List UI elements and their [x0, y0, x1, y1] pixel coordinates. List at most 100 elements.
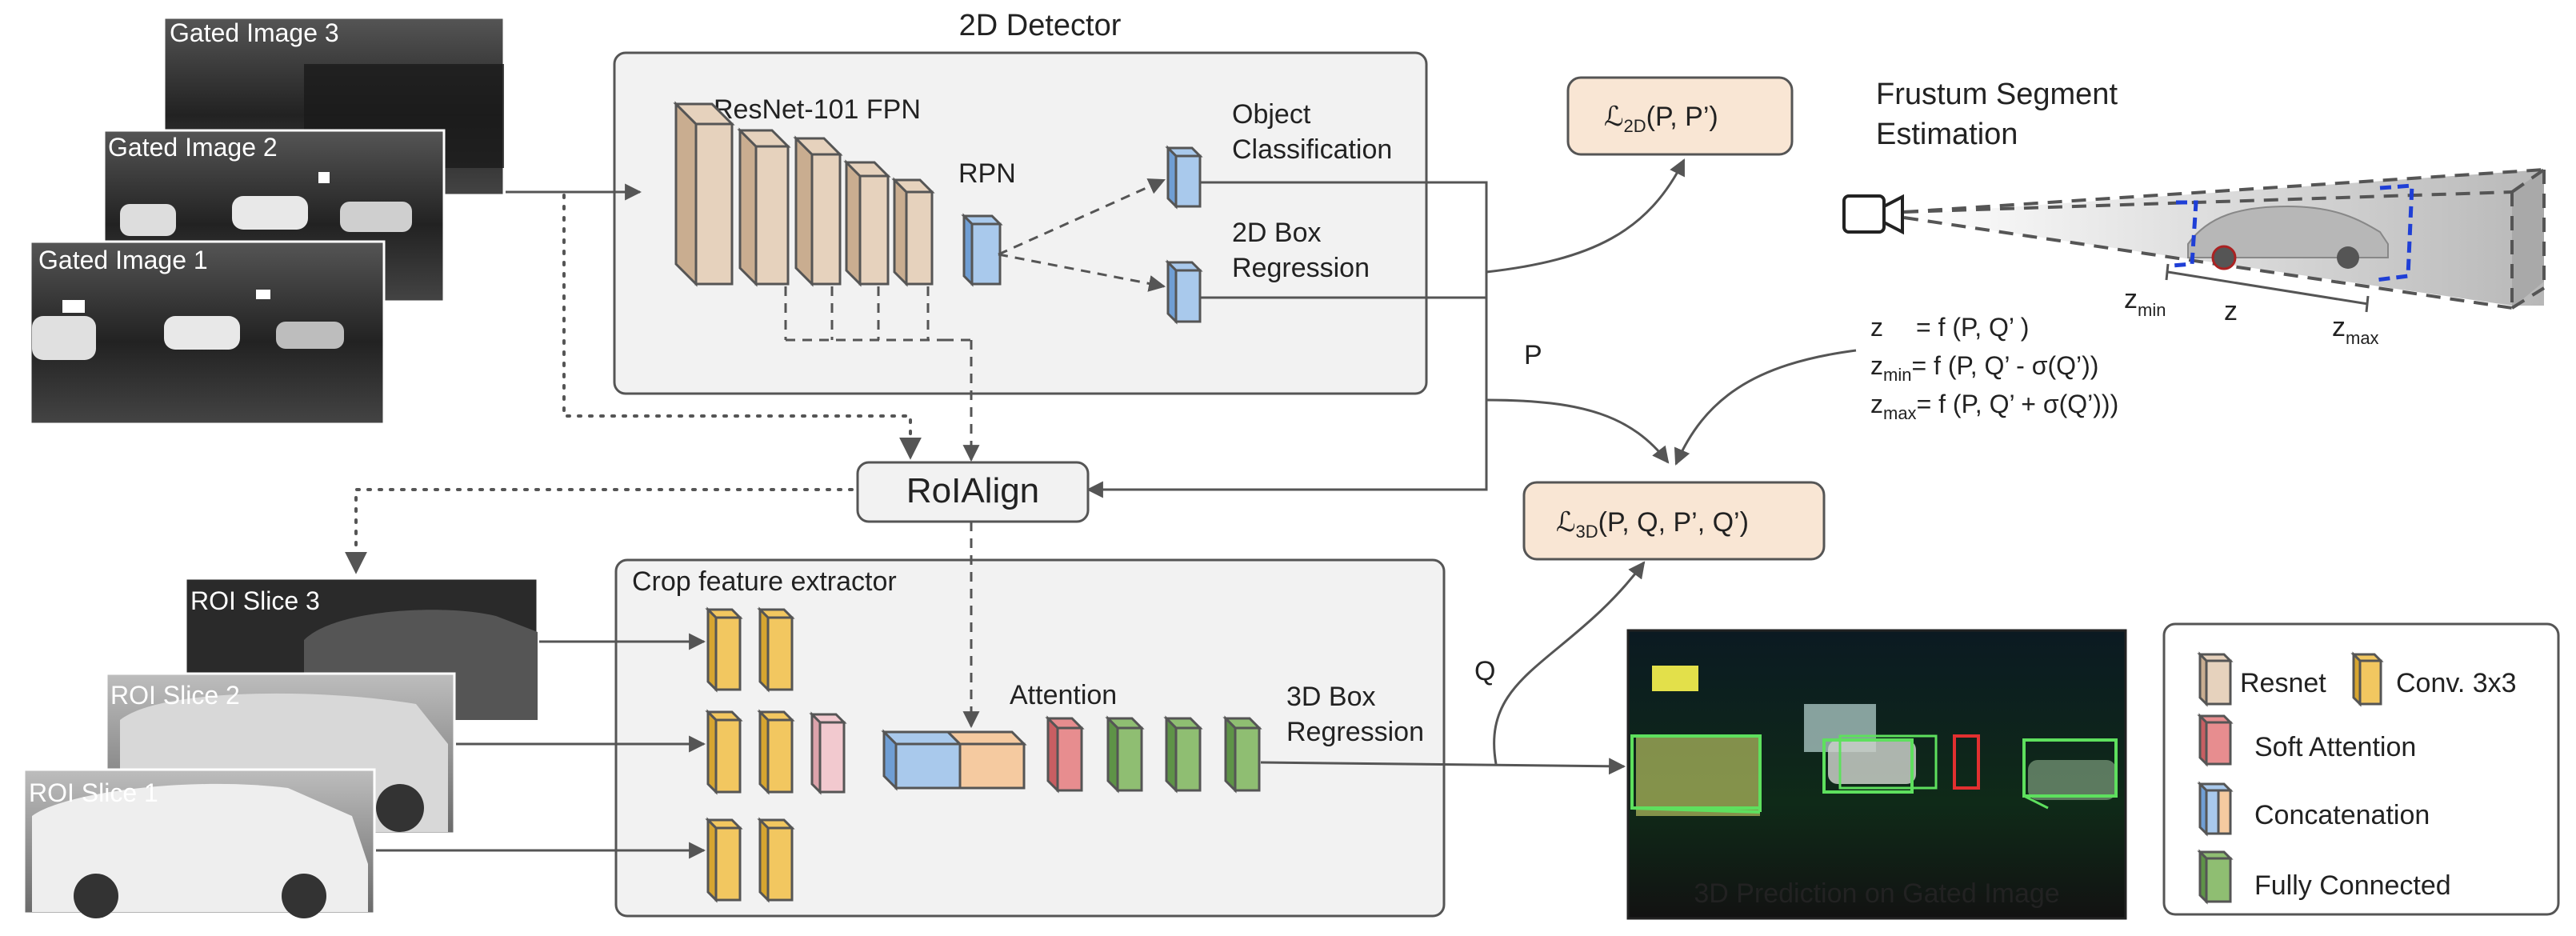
- eq-zmax: zmax= f (P, Q’ + σ(Q’))): [1870, 390, 2118, 423]
- z-min-label: zmin: [2124, 284, 2166, 320]
- gated-image-3-label: Gated Image 3: [170, 18, 339, 47]
- loss-3d-symbol: ℒ: [1556, 507, 1576, 538]
- roialign-box: [856, 461, 1090, 523]
- fpn-layer-1: [673, 101, 735, 287]
- detector-title: 2D Detector: [959, 9, 1122, 42]
- loss-3d-args: (P, Q, P’, Q’): [1598, 507, 1749, 538]
- roialign-label: RoIAlign: [906, 471, 1039, 510]
- conv-blocks: [705, 606, 847, 903]
- legend-box: [2162, 622, 2560, 916]
- conv-block-r2b: [757, 709, 795, 795]
- z-mid-label: z: [2224, 296, 2238, 326]
- gated-image-1-label: Gated Image 1: [38, 246, 208, 274]
- edge-label-p: P: [1524, 340, 1542, 370]
- prediction-caption: 3D Prediction on Gated Image: [1694, 878, 2059, 909]
- image-to-roialign-dotted: [562, 194, 922, 460]
- camera-icon: [1842, 194, 1904, 235]
- frustum-graphic: [1903, 168, 2546, 313]
- conv-block-r1a: [705, 606, 743, 693]
- p-to-l3d-arrow: [1486, 398, 1670, 464]
- box3d-label-line1: 3D Box: [1286, 682, 1376, 712]
- roialign-to-slices-dotted: [345, 488, 854, 574]
- legend-fully-connected-label: Fully Connected: [2254, 870, 2451, 901]
- eq-z: z= f (P, Q’ ): [1870, 313, 2029, 342]
- loss-3d-box: [1522, 481, 1826, 561]
- gated-image-2-label: Gated Image 2: [108, 133, 278, 162]
- p-to-l2d-arrow: [1486, 158, 1686, 274]
- fpn-layer-2: [737, 127, 791, 287]
- loss-2d-subscript: 2D: [1624, 116, 1646, 136]
- box3d-to-prediction-arrow: [1260, 758, 1626, 775]
- eq-to-l3d-arrow: [1674, 349, 1857, 466]
- legend-conv: [2350, 651, 2384, 707]
- fpn-layer-5: [891, 177, 935, 287]
- z-max-var: z: [2332, 312, 2346, 342]
- conv-block-r1b: [757, 606, 795, 693]
- soft-attention-block: [1045, 715, 1085, 794]
- edge-label-q: Q: [1474, 656, 1495, 686]
- loss-3d-subscript: 3D: [1576, 522, 1598, 542]
- q-to-l3d-arrow: [1493, 561, 1646, 765]
- backbone-label: ResNet-101 FPN: [714, 94, 921, 125]
- conv-block-r3a: [705, 817, 743, 903]
- eq-zmin: zmin= f (P, Q’ - σ(Q’)): [1870, 351, 2098, 385]
- eq-zmin-rhs: = f (P, Q’ - σ(Q’)): [1911, 351, 2098, 380]
- legend-fully-connected: [2197, 849, 2234, 905]
- eq-z-rhs: = f (P, Q’ ): [1916, 313, 2029, 342]
- rpn-label: RPN: [958, 158, 1016, 189]
- legend-concatenation: [2197, 781, 2234, 837]
- rpn-to-box-arrow: [998, 253, 1166, 292]
- attention-fc-blocks: [1045, 715, 1262, 794]
- z-max-sub: max: [2346, 328, 2379, 348]
- box-head-block: [1165, 259, 1203, 325]
- fc-block-3: [1222, 715, 1262, 794]
- legend-soft-attention: [2197, 713, 2234, 767]
- frustum-title-line1: Frustum Segment: [1876, 78, 2118, 111]
- box3d-label-line2: Regression: [1286, 717, 1424, 747]
- roi-slice-1: ROI Slice 1: [22, 768, 376, 918]
- z-min-sub: min: [2138, 300, 2166, 320]
- crop-extractor-box: [614, 558, 1446, 918]
- roi-slice-3-label: ROI Slice 3: [190, 586, 320, 615]
- fc-block-2: [1163, 715, 1203, 794]
- loss-2d-args: (P, P’): [1646, 102, 1718, 132]
- crop-title: Crop feature extractor: [632, 566, 897, 597]
- concat-block: [881, 729, 1027, 791]
- loss-3d-label: ℒ3D(P, Q, P’, Q’): [1556, 507, 1749, 542]
- legend-soft-attention-label: Soft Attention: [2254, 732, 2416, 762]
- loss-2d-label: ℒ2D(P, P’): [1604, 102, 1718, 136]
- resnet-fpn-blocks: [673, 101, 935, 287]
- conv-block-r3b: [757, 817, 795, 903]
- eq-zmax-rhs: = f (P, Q’ + σ(Q’))): [1917, 390, 2119, 418]
- attention-label: Attention: [1010, 680, 1117, 710]
- cls-label-line2: Classification: [1232, 134, 1392, 165]
- z-max-label: zmax: [2332, 312, 2379, 348]
- z-min-var: z: [2124, 284, 2138, 314]
- legend-conv-label: Conv. 3x3: [2396, 668, 2517, 698]
- cls-head-block: [1165, 145, 1203, 210]
- frustum-title-line2: Estimation: [1876, 118, 2018, 151]
- equations: z= f (P, Q’ ) zmin= f (P, Q’ - σ(Q’)) zm…: [1870, 313, 2118, 423]
- rpn-block: [961, 213, 1003, 287]
- box-label-line2: Regression: [1232, 253, 1370, 283]
- legend-resnet-label: Resnet: [2240, 668, 2326, 698]
- roi-slice-1-label: ROI Slice 1: [29, 778, 158, 807]
- fpn-layer-3: [793, 135, 843, 287]
- eq-zmin-var: z: [1870, 351, 1883, 380]
- eq-zmax-sub: max: [1883, 403, 1917, 423]
- rpn-to-cls-arrow: [998, 178, 1166, 256]
- prediction-image: 3D Prediction on Gated Image: [1626, 629, 2127, 920]
- box-label-line1: 2D Box: [1232, 218, 1322, 248]
- conv-block-r2a: [705, 709, 743, 795]
- legend-resnet: [2197, 651, 2234, 707]
- cls-label-line1: Object: [1232, 99, 1311, 130]
- eq-zmax-var: z: [1870, 390, 1883, 418]
- legend-concatenation-label: Concatenation: [2254, 800, 2430, 830]
- head-to-roialign-line: [1086, 181, 1488, 498]
- loss-2d-symbol: ℒ: [1604, 102, 1624, 132]
- gated-image-1: Gated Image 1: [29, 240, 386, 426]
- fpn-to-roialign-dashes: [784, 286, 980, 462]
- fc-block-1: [1105, 715, 1145, 794]
- loss-2d-box: [1566, 76, 1794, 156]
